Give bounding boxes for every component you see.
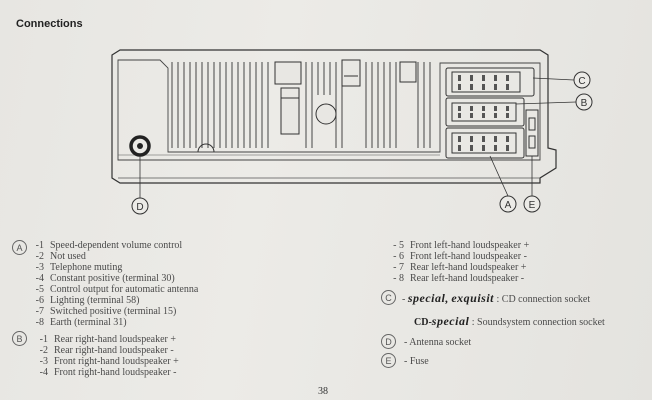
- small-connector: [341, 59, 361, 87]
- callout-c: C: [573, 71, 591, 89]
- small-connector-right: [399, 61, 417, 83]
- svg-text:D: D: [136, 202, 143, 213]
- legend-b-marker: B: [12, 331, 27, 346]
- svg-text:B: B: [581, 98, 588, 109]
- legend-e-marker: E: [381, 353, 396, 368]
- mount-post: [315, 103, 337, 125]
- fuse-holder: [525, 109, 539, 157]
- svg-text:E: E: [529, 200, 536, 211]
- antenna-socket: [129, 135, 151, 157]
- svg-text:A: A: [505, 200, 512, 211]
- legend-d-marker: D: [381, 334, 396, 349]
- legend-d-text: - Antenna socket: [404, 337, 472, 348]
- callout-e: E: [523, 195, 541, 213]
- iso-connectors: [445, 67, 535, 159]
- legend-c-marker: C: [381, 290, 396, 305]
- callout-d: D: [131, 197, 149, 215]
- page-heading: Connections: [16, 18, 83, 30]
- rear-panel: [117, 59, 541, 161]
- svg-text:C: C: [578, 76, 585, 87]
- legend-c-line1: - special, exquisit : CD connection sock…: [402, 291, 591, 305]
- connector-block-mid: [280, 87, 300, 135]
- legend-a-marker: A: [12, 240, 27, 255]
- connector-pins: [458, 75, 509, 151]
- heat-sink-fins: [171, 62, 431, 148]
- callout-a: A: [499, 195, 517, 213]
- connection-diagram: C B D A E: [111, 49, 593, 215]
- callout-b: B: [575, 93, 593, 111]
- legend-e-text: - Fuse: [404, 356, 429, 367]
- page-number: 38: [318, 386, 328, 397]
- legend-c-line2: CD-special : Soundsystem connection sock…: [414, 314, 605, 328]
- radio-housing-outline: [111, 49, 557, 184]
- connector-block-top: [274, 61, 302, 85]
